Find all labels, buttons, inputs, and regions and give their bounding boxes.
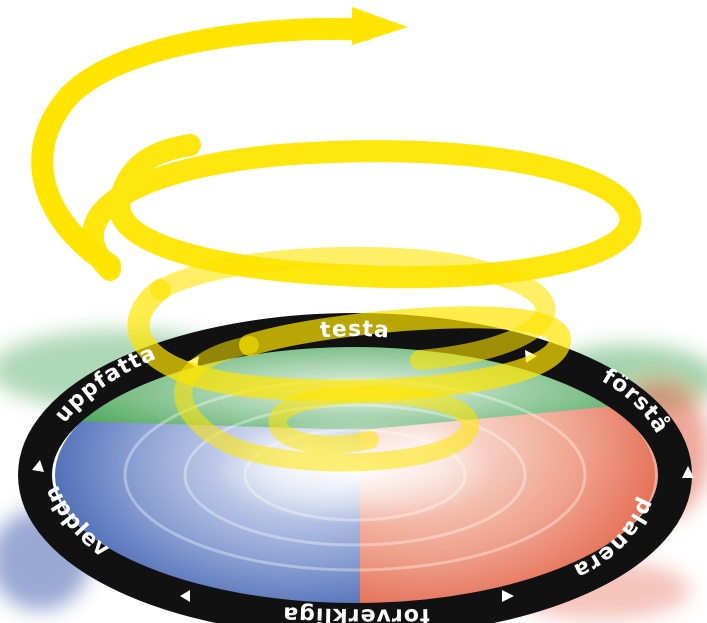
label-testa: testa bbox=[319, 317, 391, 344]
label-forverkliga: förverkliga bbox=[282, 601, 430, 623]
spiral-arrowhead-icon bbox=[352, 7, 408, 45]
